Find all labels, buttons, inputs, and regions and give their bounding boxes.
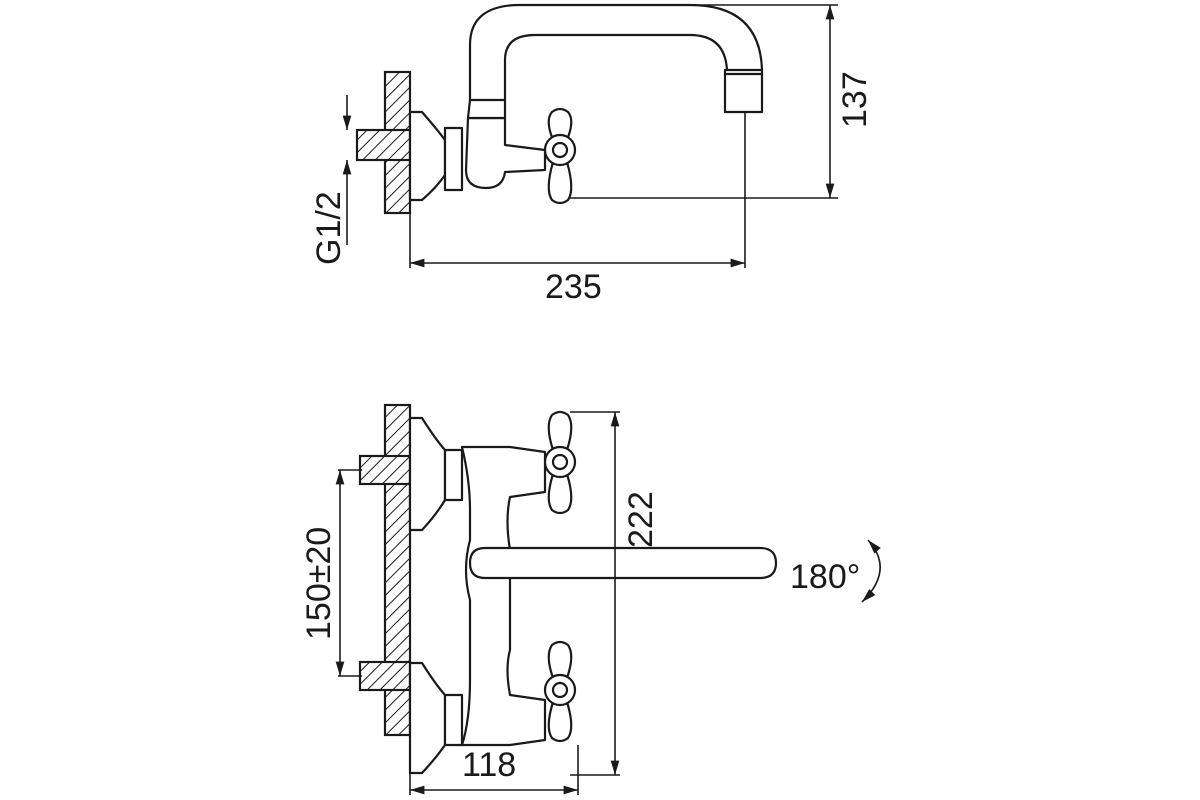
side-view: G1/2 137 235 [310,3,874,306]
swivel-spout [468,546,778,580]
flange-top [408,416,447,532]
nut-bottom [443,693,464,747]
aerator [723,68,764,114]
thread-size-label: G1/2 [310,191,348,265]
spout-inner [503,33,729,102]
mixer-body [460,445,547,747]
rotation-label: 180° [790,558,860,596]
wall-flange [408,110,447,202]
handle-bottom [543,640,577,743]
inlet-pipe [355,128,412,162]
handle-top [543,410,577,515]
front-view: 150±20 222 180° 118 [300,403,881,795]
union-nut [443,126,464,192]
valve-body [464,116,547,190]
spout-outer [468,3,764,102]
rotation-arrow-icon [861,539,881,603]
spout-collar [466,98,507,120]
nut-top [443,448,464,502]
inlet-pipe-bottom [358,660,412,692]
spout-reach-label: 235 [545,268,602,306]
cross-handle [543,107,577,205]
flange-bottom [408,661,447,775]
depth-label: 118 [462,746,516,784]
spout-height-label: 137 [836,71,874,128]
inlet-pipe-top [358,454,412,486]
inlet-centers-label: 150±20 [300,527,338,640]
total-height-label: 222 [622,491,660,548]
